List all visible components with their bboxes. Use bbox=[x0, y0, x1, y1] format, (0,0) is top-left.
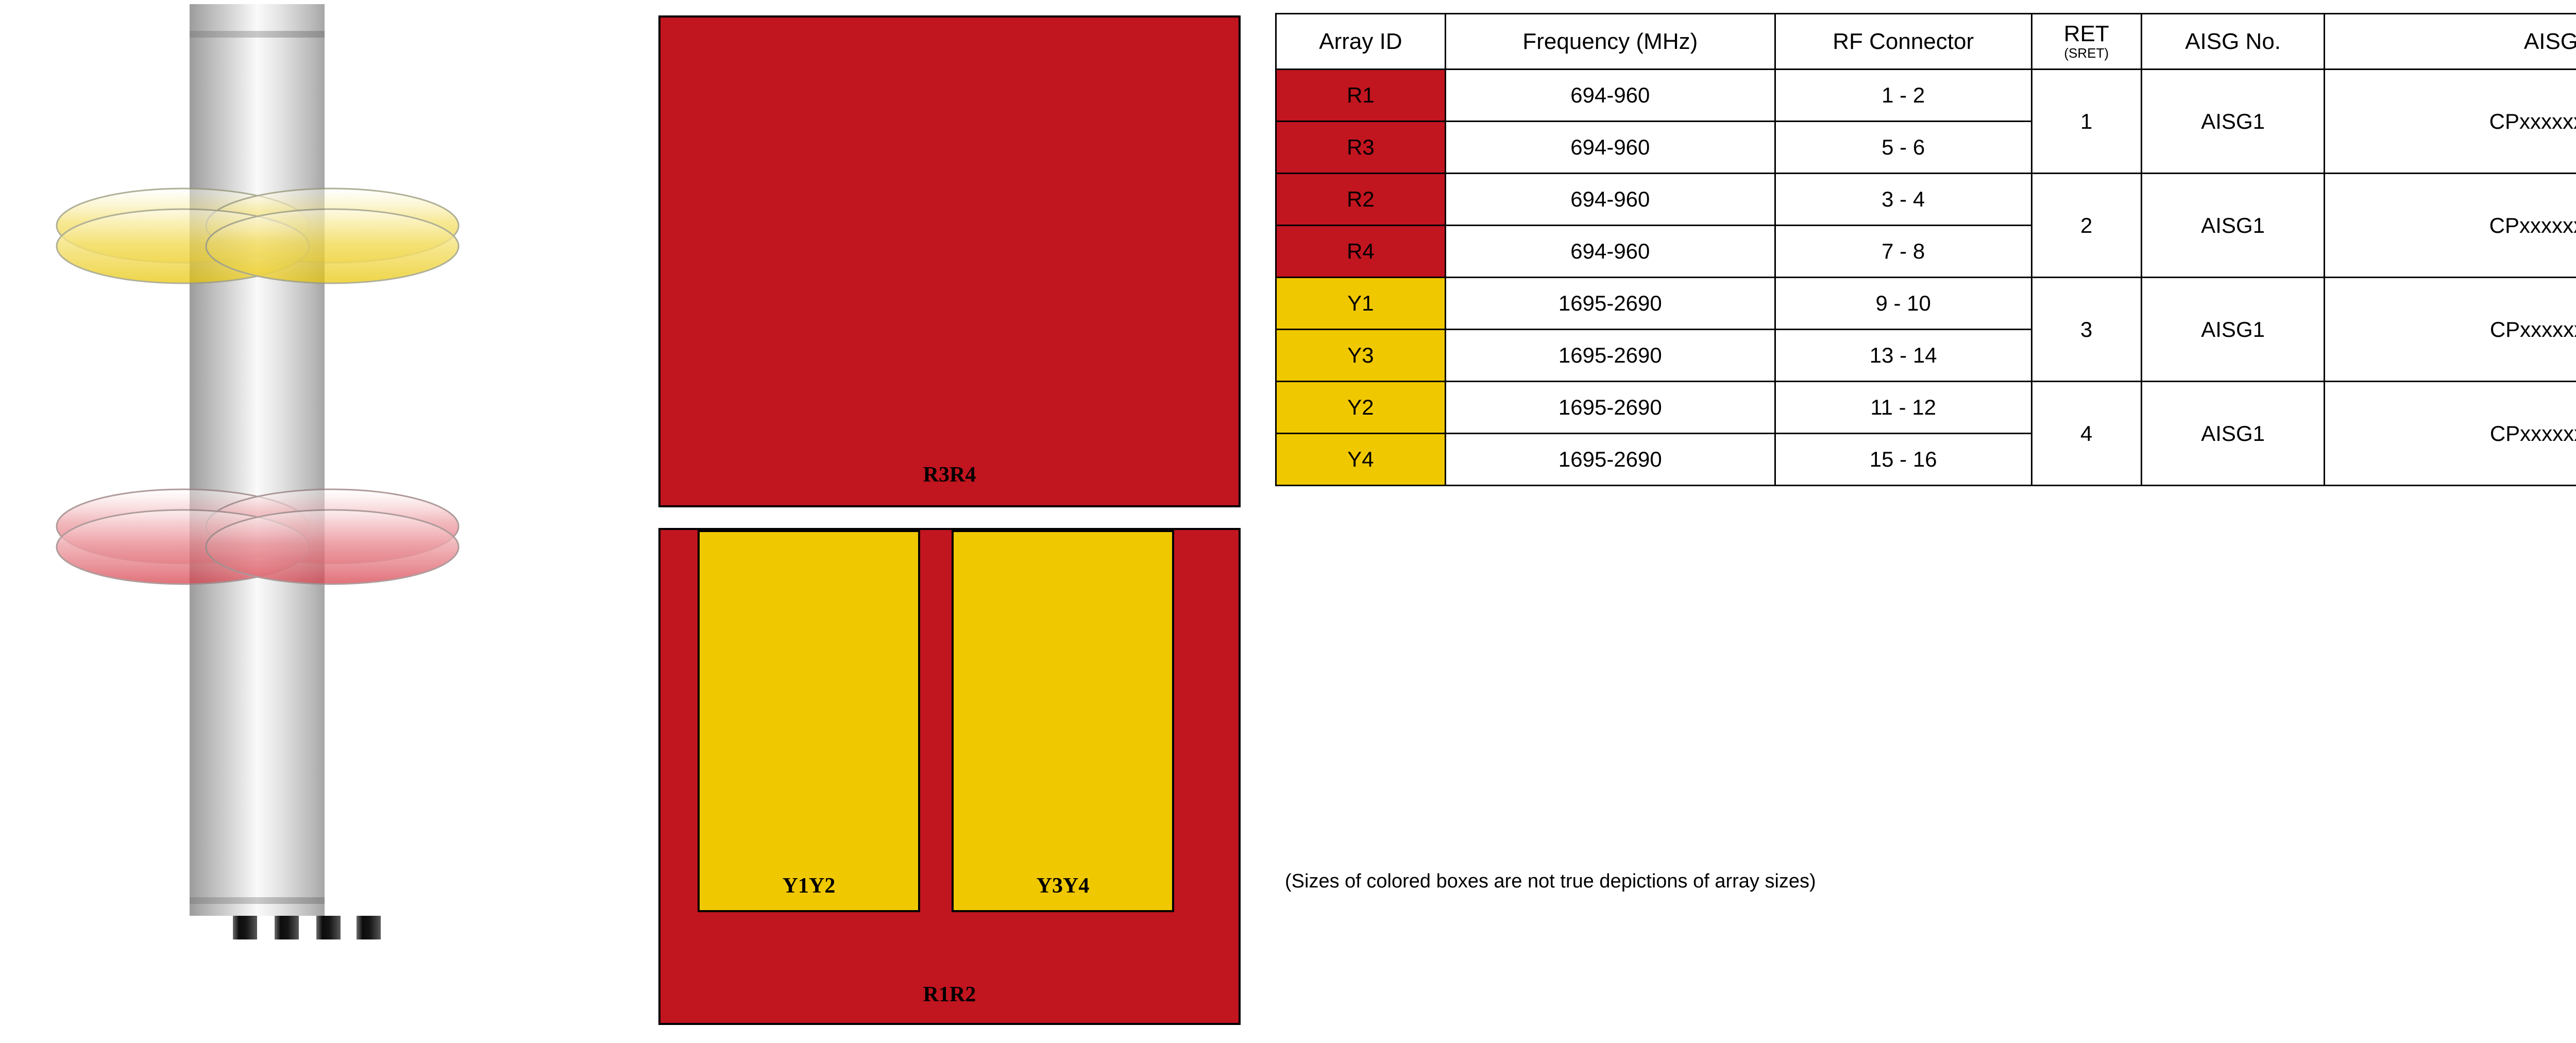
table-row: Y2 1695-2690 11 - 12 4 AISG1 CPxxxxxxxxx… bbox=[1276, 382, 2576, 434]
table-row: R2 694-960 3 - 4 2 AISG1 CPxxxxxxxxxxxxx… bbox=[1276, 174, 2576, 226]
header-array-id: Array ID bbox=[1276, 14, 1446, 70]
cell-frequency: 1695-2690 bbox=[1445, 434, 1775, 486]
cell-array-id: R4 bbox=[1276, 226, 1446, 278]
cell-aisg-ret-uid: CPxxxxxxxxxxxxxxxR2 bbox=[2325, 174, 2576, 278]
cell-array-id: R3 bbox=[1276, 122, 1446, 174]
array-box-label-y3y4: Y3Y4 bbox=[954, 875, 1172, 897]
array-box-label-r3r4: R3R4 bbox=[660, 464, 1239, 486]
header-aisg-no: AISG No. bbox=[2141, 14, 2325, 70]
table-row: Y1 1695-2690 9 - 10 3 AISG1 CPxxxxxxxxxx… bbox=[1276, 278, 2576, 330]
cell-ret: 1 bbox=[2031, 70, 2141, 174]
cell-ret: 4 bbox=[2031, 382, 2141, 486]
header-ret: RET (SRET) bbox=[2031, 14, 2141, 70]
array-box-y3y4: Y3Y4 bbox=[952, 530, 1174, 912]
red-radiation-lobes bbox=[57, 489, 459, 584]
array-spec-table: Array ID Frequency (MHz) RF Connector RE… bbox=[1275, 13, 2576, 486]
array-box-r3r4: R3R4 bbox=[658, 15, 1241, 507]
cell-array-id: Y3 bbox=[1276, 330, 1446, 382]
array-box-label-r1r2: R1R2 bbox=[660, 984, 1239, 1005]
cell-array-id: R2 bbox=[1276, 174, 1446, 226]
cell-frequency: 1695-2690 bbox=[1445, 382, 1775, 434]
antenna-tower-figure bbox=[0, 0, 644, 1040]
cell-ret: 3 bbox=[2031, 278, 2141, 382]
cell-frequency: 694-960 bbox=[1445, 174, 1775, 226]
cell-frequency: 1695-2690 bbox=[1445, 330, 1775, 382]
cell-frequency: 694-960 bbox=[1445, 70, 1775, 122]
array-box-r1r2: Y1Y2 Y3Y4 R1R2 bbox=[658, 528, 1241, 1025]
array-spec-table-region: Array ID Frequency (MHz) RF Connector RE… bbox=[1275, 13, 2576, 811]
cell-aisg-ret-uid: CPxxxxxxxxxxxxxxxY1 bbox=[2325, 278, 2576, 382]
cell-aisg-no: AISG1 bbox=[2141, 382, 2325, 486]
tower-mast bbox=[190, 4, 325, 916]
cell-rf-connector: 7 - 8 bbox=[1775, 226, 2031, 278]
cell-rf-connector: 9 - 10 bbox=[1775, 278, 2031, 330]
tower-connectors bbox=[233, 916, 381, 939]
cell-array-id: Y1 bbox=[1276, 278, 1446, 330]
array-box-y1y2: Y1Y2 bbox=[698, 530, 920, 912]
cell-rf-connector: 1 - 2 bbox=[1775, 70, 2031, 122]
yellow-radiation-lobes bbox=[57, 189, 459, 283]
header-ret-sub: (SRET) bbox=[2032, 46, 2141, 61]
cell-frequency: 694-960 bbox=[1445, 226, 1775, 278]
header-ret-main: RET bbox=[2032, 22, 2141, 46]
cell-ret: 2 bbox=[2031, 174, 2141, 278]
cell-aisg-ret-uid: CPxxxxxxxxxxxxxxxR1 bbox=[2325, 70, 2576, 174]
cell-frequency: 694-960 bbox=[1445, 122, 1775, 174]
cell-rf-connector: 13 - 14 bbox=[1775, 330, 2031, 382]
cell-rf-connector: 11 - 12 bbox=[1775, 382, 2031, 434]
cell-rf-connector: 3 - 4 bbox=[1775, 174, 2031, 226]
cell-array-id: Y4 bbox=[1276, 434, 1446, 486]
cell-aisg-no: AISG1 bbox=[2141, 278, 2325, 382]
cell-rf-connector: 15 - 16 bbox=[1775, 434, 2031, 486]
array-layout-diagram: R3R4 Y1Y2 Y3Y4 R1R2 bbox=[658, 15, 1241, 1025]
cell-rf-connector: 5 - 6 bbox=[1775, 122, 2031, 174]
table-header-row: Array ID Frequency (MHz) RF Connector RE… bbox=[1276, 14, 2576, 70]
cell-frequency: 1695-2690 bbox=[1445, 278, 1775, 330]
cell-aisg-ret-uid: CPxxxxxxxxxxxxxxxY2 bbox=[2325, 382, 2576, 486]
table-row: R1 694-960 1 - 2 1 AISG1 CPxxxxxxxxxxxxx… bbox=[1276, 70, 2576, 122]
cell-aisg-no: AISG1 bbox=[2141, 70, 2325, 174]
header-rf-connector: RF Connector bbox=[1775, 14, 2031, 70]
header-aisg-ret-uid: AISG RET UID bbox=[2325, 14, 2576, 70]
cell-array-id: R1 bbox=[1276, 70, 1446, 122]
cell-array-id: Y2 bbox=[1276, 382, 1446, 434]
array-box-label-y1y2: Y1Y2 bbox=[700, 875, 918, 897]
header-frequency: Frequency (MHz) bbox=[1445, 14, 1775, 70]
cell-aisg-no: AISG1 bbox=[2141, 174, 2325, 278]
table-footnote: (Sizes of colored boxes are not true dep… bbox=[1285, 870, 1816, 893]
